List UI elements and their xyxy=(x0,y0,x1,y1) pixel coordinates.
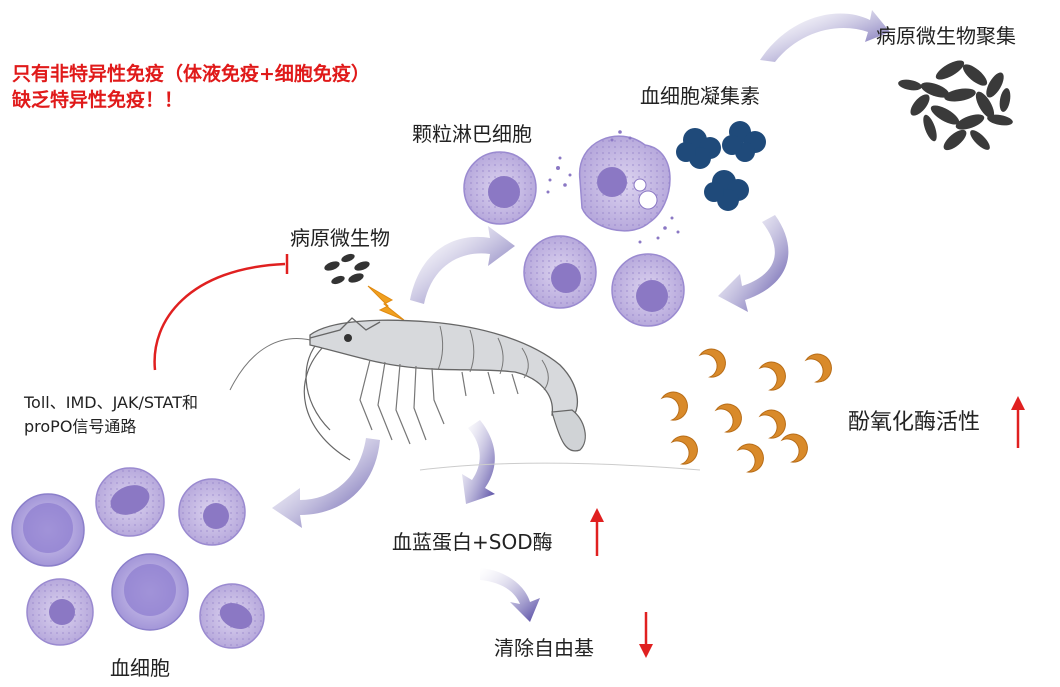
granulocyte-cells xyxy=(463,130,685,327)
hemocyte-cell xyxy=(95,467,165,537)
arrows xyxy=(272,10,890,622)
po-enzyme xyxy=(660,391,688,421)
granulocyte-cell xyxy=(523,235,597,309)
lightning-icon xyxy=(367,285,405,321)
hemagglutinin-molecule xyxy=(704,170,749,211)
po-enzyme xyxy=(698,348,726,378)
label-scavenge: 清除自由基 xyxy=(494,636,594,660)
arrow-hemocyanin-to-scavenge xyxy=(480,568,540,622)
inhibition-line xyxy=(153,254,289,371)
hemocyte-cell xyxy=(178,478,246,546)
hemagglutinin-proteins xyxy=(676,121,766,211)
hemocyte-cell xyxy=(26,578,94,646)
po-enzyme xyxy=(758,361,786,391)
label-po-activity: 酚氧化酶活性 xyxy=(848,410,981,435)
label-pathway-line-1: Toll、IMD、JAK/STAT和 xyxy=(24,393,199,412)
hemocyte-cell xyxy=(111,553,189,631)
label-pathogen: 病原微生物 xyxy=(290,226,390,250)
pathogen-particles xyxy=(324,253,370,285)
arrow-agglutinin-to-cells xyxy=(718,215,789,312)
hemagglutinin-molecule xyxy=(722,121,766,162)
pathogen-aggregation-cluster xyxy=(898,60,1013,151)
arrow-shrimp-to-granulocytes xyxy=(410,226,515,304)
arrow-shrimp-to-hemocytes xyxy=(272,438,380,528)
hemocyte-cell xyxy=(11,493,85,567)
scavenge-down-arrow-icon xyxy=(639,612,653,658)
arrow-shrimp-to-hemocyanin xyxy=(462,420,495,504)
warning-line-1: 只有非特异性免疫（体液免疫+细胞免疫） xyxy=(12,63,370,85)
hemocyte-cells xyxy=(11,467,265,649)
po-enzyme xyxy=(714,403,742,433)
granulocyte-cell xyxy=(611,253,685,327)
po-enzyme xyxy=(804,353,832,383)
phenoloxidase-enzymes xyxy=(660,348,832,473)
label-hemocyte: 血细胞 xyxy=(110,656,170,680)
hemocyanin-up-arrow-icon xyxy=(590,508,604,556)
label-hemagglutinin: 血细胞凝集素 xyxy=(640,84,760,108)
label-granulocyte: 颗粒淋巴细胞 xyxy=(412,122,532,146)
label-hemocyanin-sod: 血蓝蛋白+SOD酶 xyxy=(392,530,553,554)
hemagglutinin-molecule xyxy=(676,128,721,169)
hemocyte-cell xyxy=(199,583,265,649)
label-pathogen-aggregation: 病原微生物聚集 xyxy=(876,24,1016,48)
po-enzyme xyxy=(736,443,764,473)
granulocyte-cell-degranulating xyxy=(546,130,680,244)
granulocyte-cell xyxy=(463,151,537,225)
arrow-to-aggregation xyxy=(760,10,890,62)
warning-line-2: 缺乏特异性免疫！！ xyxy=(12,89,184,111)
po-enzyme xyxy=(780,433,808,463)
po-enzyme xyxy=(758,409,786,439)
po-enzyme xyxy=(670,435,698,465)
shrimp-illustration xyxy=(229,317,701,471)
po-activity-up-arrow-icon xyxy=(1011,396,1025,448)
label-pathway-line-2: proPO信号通路 xyxy=(24,417,137,436)
